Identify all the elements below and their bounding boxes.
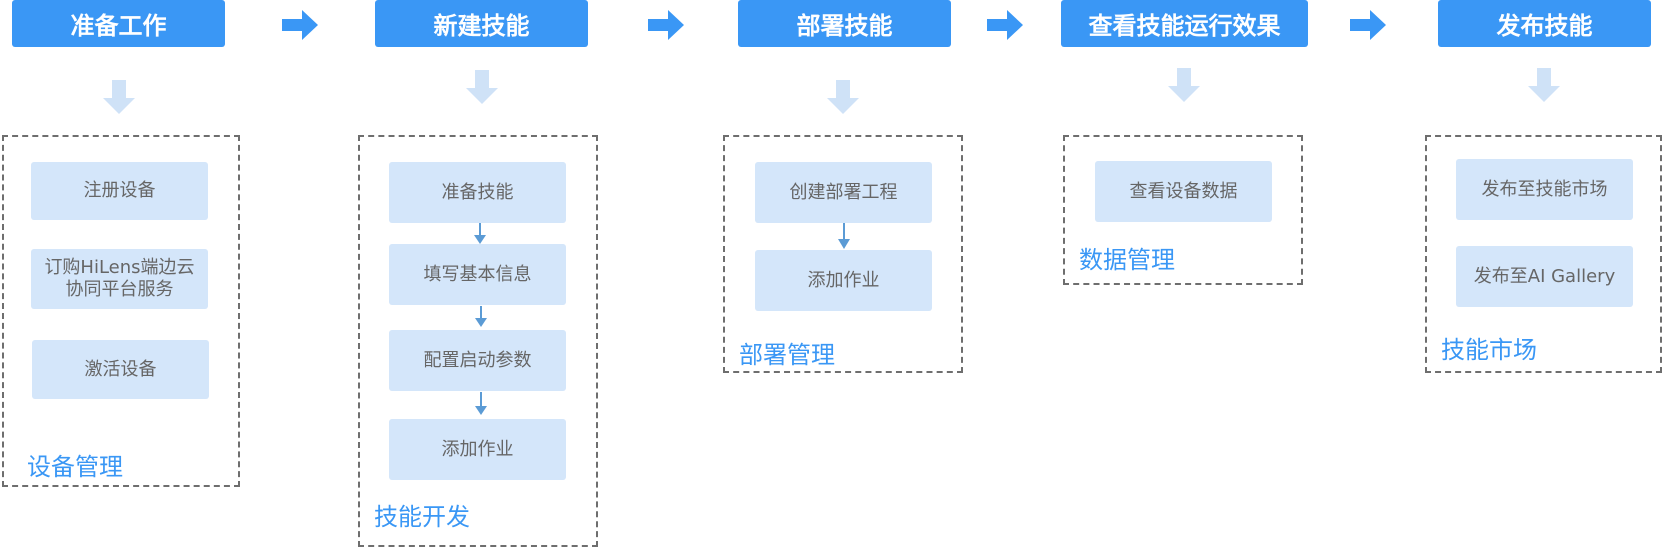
step-label: 添加作业 <box>807 269 880 291</box>
down-arrow-icon <box>1528 68 1560 102</box>
step-add-job: 添加作业 <box>755 250 932 311</box>
step-activate-device: 激活设备 <box>32 340 209 399</box>
right-arrow-icon <box>282 10 318 40</box>
stage-deploy-skill: 部署技能 <box>738 0 951 47</box>
step-label: 发布至技能市场 <box>1481 178 1608 200</box>
step-label: 添加作业 <box>441 438 514 460</box>
down-connector-icon <box>473 223 487 245</box>
step-order-service: 订购HiLens端边云协同平台服务 <box>31 249 208 309</box>
stage-label: 新建技能 <box>433 12 530 40</box>
group-label: 技能开发 <box>374 503 470 531</box>
step-register-device: 注册设备 <box>31 162 208 220</box>
step-label: 订购HiLens端边云协同平台服务 <box>44 257 195 300</box>
stage-label: 发布技能 <box>1496 12 1593 40</box>
stage-new-skill: 新建技能 <box>375 0 588 47</box>
step-label: 准备技能 <box>441 181 514 203</box>
down-arrow-icon <box>103 80 135 114</box>
stage-label: 部署技能 <box>796 12 893 40</box>
group-label: 设备管理 <box>27 453 123 481</box>
down-connector-icon <box>474 306 488 328</box>
step-publish-to-market: 发布至技能市场 <box>1456 159 1633 220</box>
step-add-job: 添加作业 <box>389 419 566 480</box>
right-arrow-icon <box>987 10 1023 40</box>
stage-label: 准备工作 <box>70 12 167 40</box>
group-label: 技能市场 <box>1441 336 1537 364</box>
step-create-deploy-project: 创建部署工程 <box>755 162 932 223</box>
step-label: 配置启动参数 <box>423 349 532 371</box>
step-label: 注册设备 <box>83 180 156 201</box>
group-label: 部署管理 <box>739 341 835 369</box>
group-device-management <box>2 135 240 487</box>
down-connector-icon <box>474 392 488 416</box>
step-label: 查看设备数据 <box>1129 180 1238 202</box>
stage-view-effect: 查看技能运行效果 <box>1061 0 1308 47</box>
stage-label: 查看技能运行效果 <box>1088 12 1281 40</box>
right-arrow-icon <box>1350 10 1386 40</box>
step-label: 填写基本信息 <box>423 263 532 285</box>
step-fill-basic-info: 填写基本信息 <box>389 244 566 305</box>
down-arrow-icon <box>827 80 859 114</box>
step-publish-to-ai-gallery: 发布至AI Gallery <box>1456 246 1633 307</box>
group-skill-development <box>358 135 598 547</box>
stage-publish-skill: 发布技能 <box>1438 0 1651 47</box>
group-data-management <box>1063 135 1303 285</box>
down-arrow-icon <box>1168 68 1200 102</box>
step-view-device-data: 查看设备数据 <box>1095 161 1272 222</box>
stage-prepare: 准备工作 <box>12 0 225 47</box>
step-label: 创建部署工程 <box>789 181 898 203</box>
step-label: 激活设备 <box>84 358 157 380</box>
down-arrow-icon <box>466 70 498 104</box>
down-connector-icon <box>837 223 851 250</box>
right-arrow-icon <box>648 10 684 40</box>
group-skill-market <box>1425 135 1662 373</box>
step-label: 发布至AI Gallery <box>1473 265 1616 287</box>
group-deployment-management <box>723 135 963 373</box>
step-prepare-skill: 准备技能 <box>389 162 566 223</box>
group-label: 数据管理 <box>1079 246 1175 274</box>
step-configure-params: 配置启动参数 <box>389 330 566 391</box>
